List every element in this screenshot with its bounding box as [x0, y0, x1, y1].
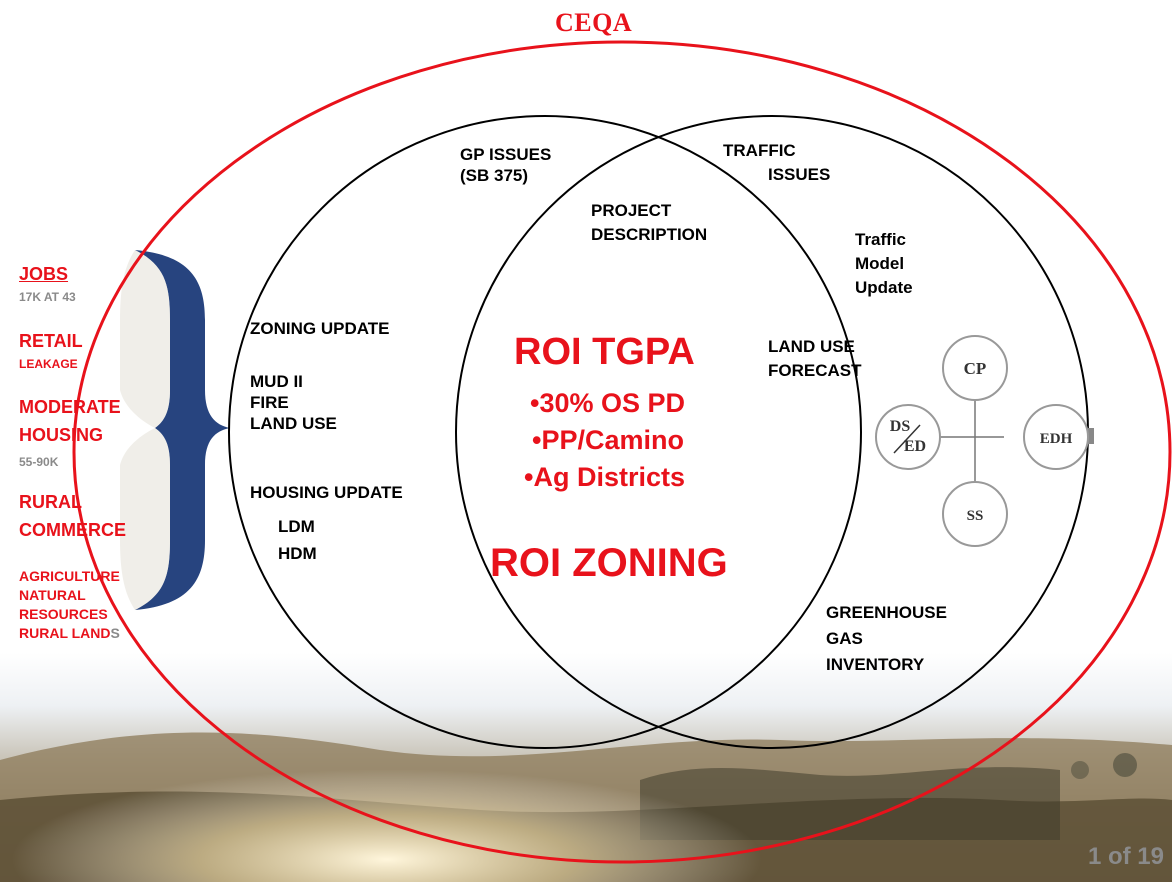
rural-lands-label: RURAL LANDS	[19, 624, 120, 643]
housing-items: LDM HDM	[278, 513, 317, 567]
traffic-model-line1: Traffic	[855, 230, 907, 249]
mud-ii-label: MUD II	[250, 372, 303, 391]
mud-block: MUD II FIRE LAND USE	[250, 371, 337, 434]
commerce-label: COMMERCE	[19, 520, 126, 540]
gp-issues-line1: GP ISSUES	[460, 145, 552, 164]
roi-tgpa-label: ROI TGPA	[514, 331, 695, 373]
node-cp: CP	[942, 335, 1008, 401]
land-use-label: LAND USE	[250, 414, 337, 433]
agriculture-label: AGRICULTURE	[19, 568, 120, 584]
roi-bullets: •30% OS PD •PP/Camino •Ag Districts	[524, 385, 686, 496]
project-description-label: PROJECT DESCRIPTION	[591, 199, 707, 247]
ceqa-ellipse	[72, 40, 1172, 864]
retail-label: RETAIL	[19, 331, 83, 351]
housing-update-label: HOUSING UPDATE	[250, 483, 403, 502]
greenhouse-line2: GAS	[826, 629, 863, 648]
hdm-label: HDM	[278, 544, 317, 563]
roi-zoning-label: ROI ZONING	[490, 541, 728, 585]
project-description-line2: DESCRIPTION	[591, 225, 708, 244]
gp-issues-label: GP ISSUES (SB 375)	[460, 144, 551, 186]
page-indicator: 1 of 19	[1087, 843, 1164, 870]
greenhouse-line3: INVENTORY	[826, 655, 925, 674]
natural-label: NATURAL	[19, 587, 86, 603]
gp-issues-line2: (SB 375)	[460, 166, 529, 185]
housing-sub-label: 55-90K	[19, 455, 59, 469]
traffic-model-line3: Update	[855, 278, 913, 297]
traffic-issues-line2: ISSUES	[768, 165, 831, 184]
rural-lands-tail: S	[110, 625, 120, 641]
jobs-sub-label: 17K AT 43	[19, 290, 76, 304]
land-use-forecast-label: LAND USE FORECAST	[768, 335, 862, 383]
rural-label: RURAL	[19, 492, 82, 512]
node-ds-ed: DS ED	[875, 404, 941, 470]
fire-label: FIRE	[250, 393, 289, 412]
greenhouse-label: GREENHOUSE GAS INVENTORY	[826, 600, 947, 678]
node-ed-label: ED	[904, 438, 926, 455]
greenhouse-line1: GREENHOUSE	[826, 603, 947, 622]
node-ss: SS	[942, 481, 1008, 547]
traffic-issues-label: TRAFFIC ISSUES	[723, 139, 830, 187]
node-ss-label: SS	[967, 508, 984, 524]
node-ds-label: DS	[890, 418, 911, 435]
housing-label: HOUSING	[19, 425, 104, 445]
land-use-forecast-line1: LAND USE	[768, 337, 855, 356]
traffic-issues-line1: TRAFFIC	[723, 141, 796, 160]
network-diagram: CP DS ED EDH SS	[875, 335, 1094, 547]
bullet-os-pd: •30% OS PD	[530, 388, 686, 418]
retail-sub-label: LEAKAGE	[19, 357, 78, 371]
ceqa-title: CEQA	[555, 8, 633, 37]
rural-lands-main: RURAL LAND	[19, 625, 111, 641]
traffic-model-line2: Model	[855, 254, 905, 273]
moderate-label: MODERATE	[19, 397, 121, 417]
land-use-forecast-line2: FORECAST	[768, 361, 862, 380]
resources-label: RESOURCES	[19, 606, 108, 622]
project-description-line1: PROJECT	[591, 201, 672, 220]
traffic-model-label: Traffic Model Update	[855, 228, 913, 300]
lands-list: AGRICULTURE NATURAL RESOURCES RURAL LAND…	[19, 567, 120, 643]
bullet-ag-districts: •Ag Districts	[524, 462, 685, 492]
jobs-label: JOBS	[19, 264, 69, 284]
blue-brace	[120, 250, 230, 610]
gp-circle	[228, 115, 862, 749]
ldm-label: LDM	[278, 517, 315, 536]
node-cp-label: CP	[964, 359, 987, 378]
zoning-update-label: ZONING UPDATE	[250, 319, 390, 338]
bullet-pp-camino: •PP/Camino	[532, 425, 684, 455]
node-edh: EDH	[1023, 404, 1089, 470]
node-edh-label: EDH	[1040, 431, 1073, 447]
